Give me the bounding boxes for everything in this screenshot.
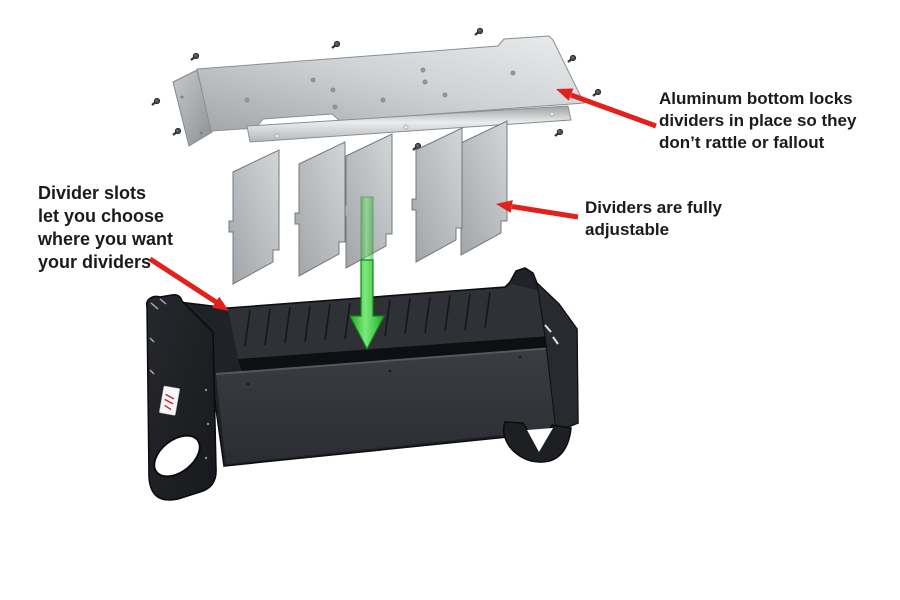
- divider-panel: [294, 141, 346, 277]
- callout-line: your dividers: [38, 252, 152, 272]
- callout-line: Aluminum bottom locks: [659, 89, 853, 108]
- callout-line: adjustable: [585, 220, 670, 239]
- divider-slot-lines: [244, 291, 491, 347]
- callout-line: where you want: [38, 229, 174, 249]
- brand-label: [159, 385, 180, 416]
- tray-right-end: [536, 281, 579, 432]
- tray-inside-bottom: [238, 336, 554, 372]
- divider-insert-arrow: [349, 196, 385, 351]
- callout-line: dividers in place so they: [659, 111, 857, 130]
- screw: [592, 88, 602, 97]
- arrow-to-plate: [556, 88, 657, 129]
- storage-tray: [145, 267, 579, 501]
- plate-left-flange: [172, 69, 213, 147]
- arrowhead-icon: [496, 200, 513, 213]
- arrowhead-icon: [556, 88, 574, 101]
- annotation-arrows: [148, 88, 657, 311]
- brand-label-marks: [164, 393, 175, 411]
- tray-front-lip: [215, 347, 555, 375]
- left-end-handle-cutout: [153, 434, 201, 478]
- divider-panel: [411, 127, 463, 263]
- divider-panels: [228, 120, 508, 285]
- arrow-to-dividers: [496, 200, 579, 220]
- callout-divider-slots: Divider slots let you choose where you w…: [38, 182, 173, 274]
- tray-right-foot: [502, 421, 572, 463]
- insert-arrow-shaft-translucent: [360, 196, 374, 261]
- callout-line: Divider slots: [38, 183, 147, 203]
- flange-screw-holes: [180, 95, 203, 135]
- left-end-glints: [149, 298, 167, 375]
- plate-front-rail: [246, 105, 572, 143]
- arrow-to-slots: [148, 256, 229, 311]
- right-foot-gap: [527, 428, 553, 452]
- screw: [172, 127, 182, 136]
- screw: [190, 52, 200, 61]
- screw: [151, 97, 161, 106]
- callout-line: let you choose: [38, 206, 165, 226]
- divider-panel: [456, 120, 508, 256]
- screw: [331, 40, 341, 49]
- front-wall-rivets: [246, 355, 522, 386]
- tray-front-wall: [216, 348, 557, 464]
- left-end-rivets: [204, 388, 210, 460]
- callout-line: Dividers are fully: [585, 198, 723, 217]
- callout-dividers-adjustable: Dividers are fully adjustable: [585, 197, 722, 241]
- divider-panel: [228, 149, 280, 285]
- aluminum-bottom-plate: [172, 35, 585, 147]
- plate-holes: [244, 67, 516, 110]
- screw: [474, 27, 484, 36]
- arrowhead-icon: [212, 296, 229, 311]
- callout-line: don’t rattle or fallout: [659, 133, 825, 152]
- callout-aluminum-bottom: Aluminum bottom locks dividers in place …: [659, 88, 856, 154]
- right-end-glints: [544, 324, 559, 345]
- rail-screw-holes: [274, 111, 555, 139]
- screw: [567, 54, 577, 63]
- screw: [554, 128, 564, 137]
- insert-arrow-head: [349, 259, 385, 351]
